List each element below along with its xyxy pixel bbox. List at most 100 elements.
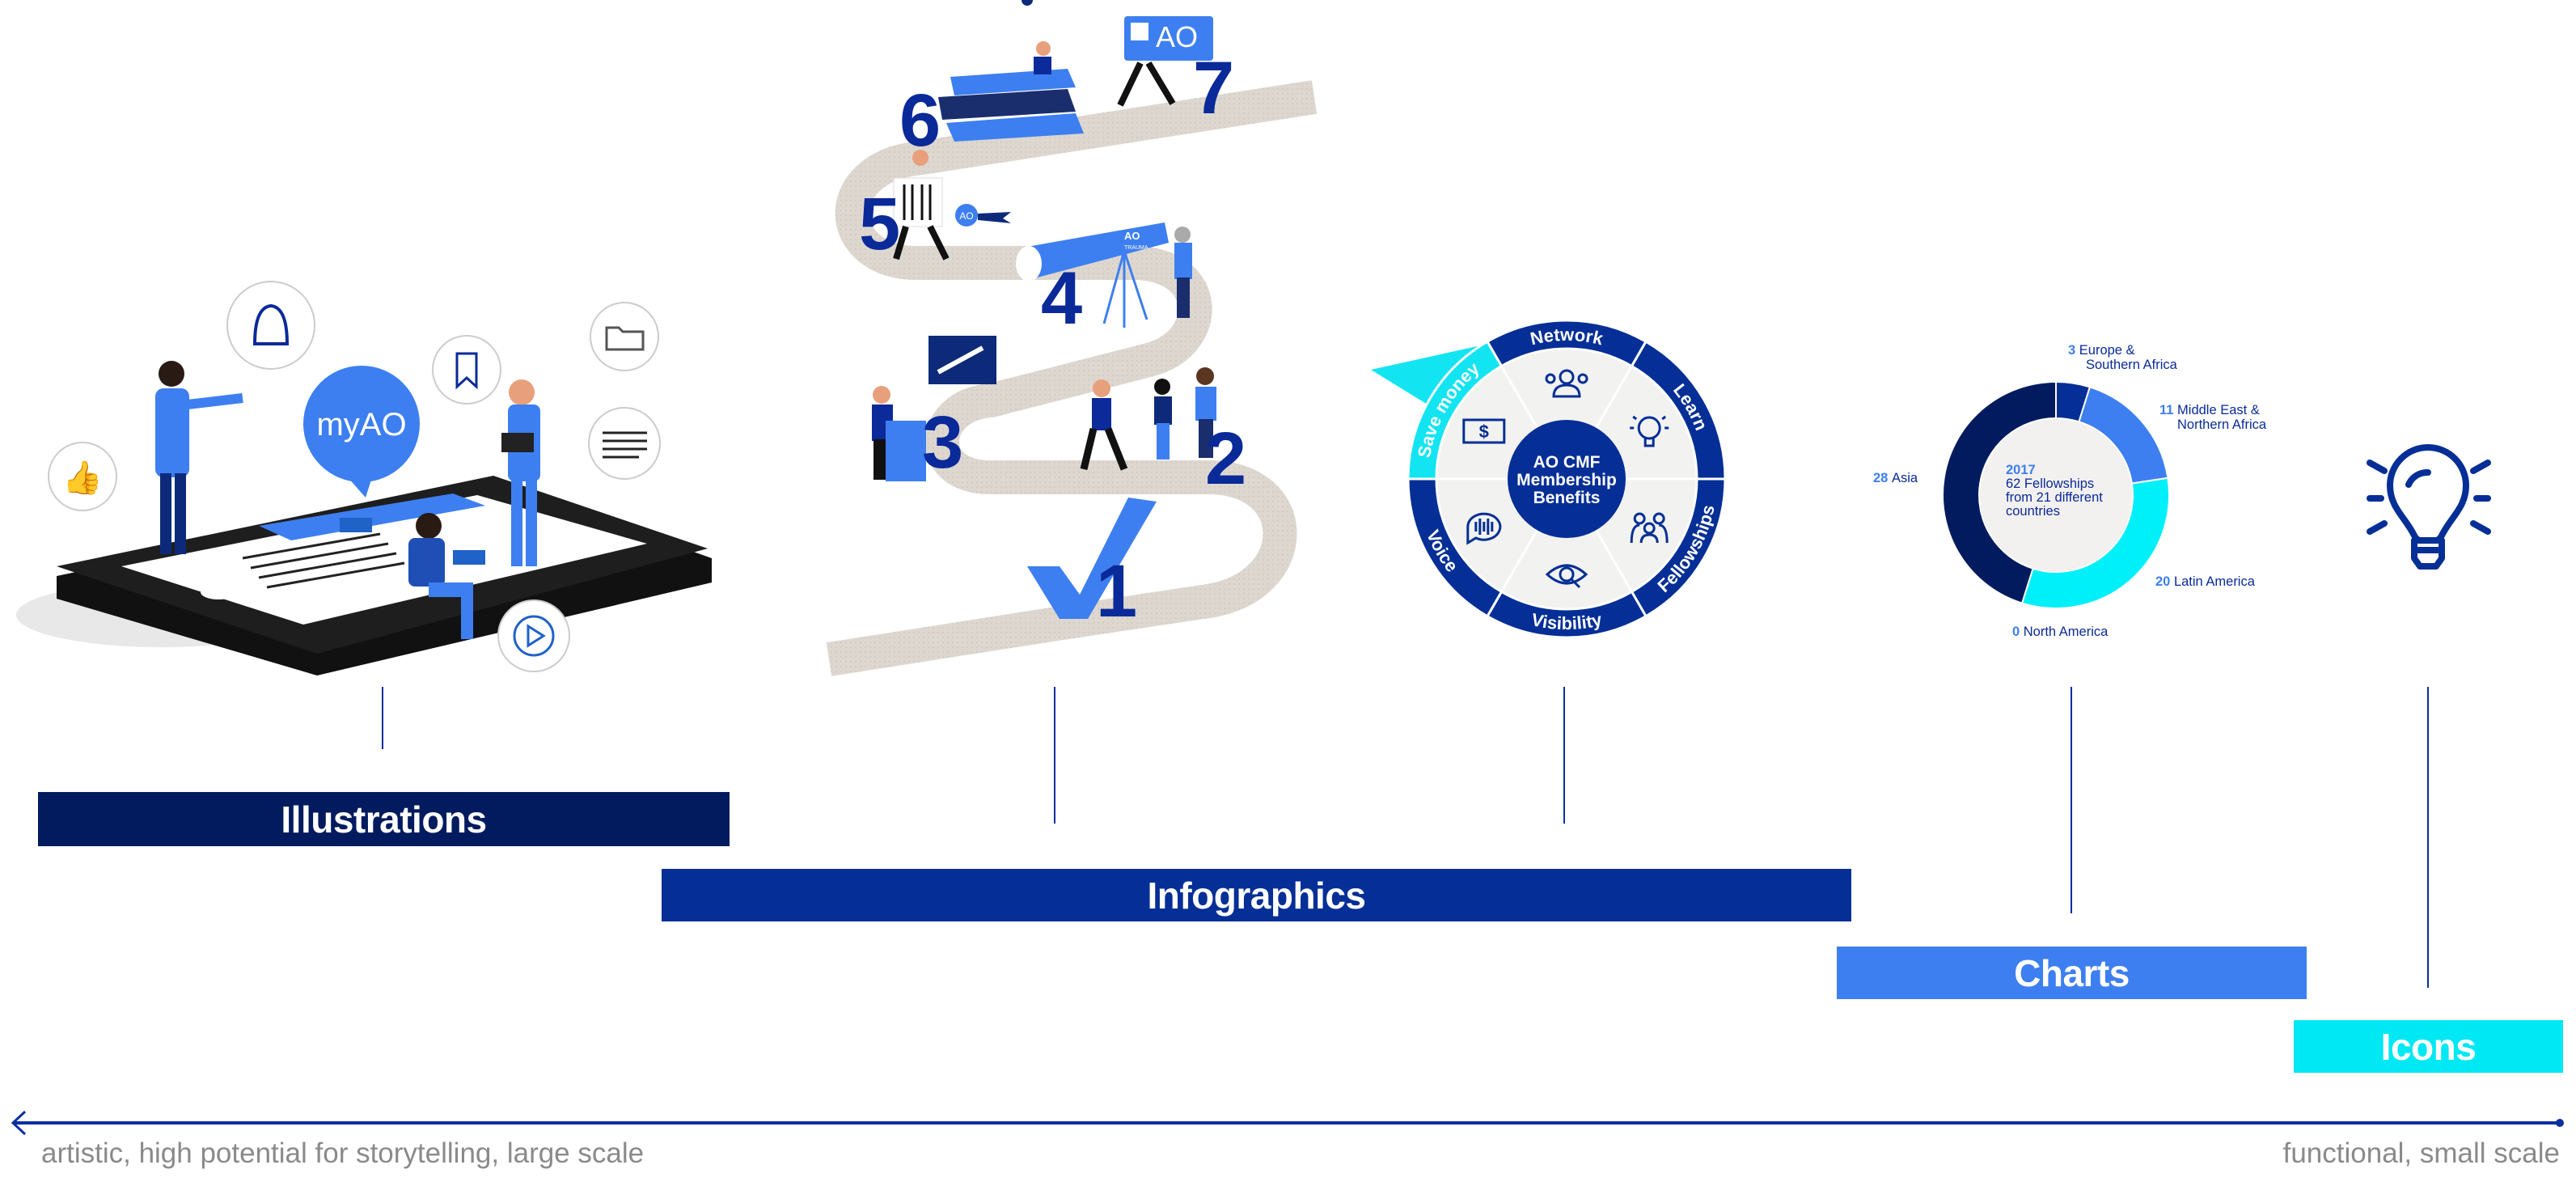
screen-text-lines <box>242 532 405 589</box>
donut-label: 0 North America <box>2012 625 2109 639</box>
category-bar-charts: Charts <box>1837 947 2307 999</box>
telescope: AO TRAUMA <box>1016 0 1192 328</box>
bubble-play <box>497 599 570 672</box>
person-woman-standing <box>155 361 243 554</box>
wheel-segment-save-money <box>1406 340 1504 481</box>
folder-icon <box>605 326 645 351</box>
donut-label-name: Southern Africa <box>2086 358 2178 372</box>
donut-center-year: 2017 <box>2006 463 2036 477</box>
donut-center-text: countries <box>2006 504 2060 519</box>
ao-card-logo: AO <box>1156 20 1198 53</box>
scale-axis <box>11 1110 2564 1136</box>
checkmark-sculpture <box>1027 498 1157 619</box>
thumbs-up-icon: 👍 <box>62 459 103 496</box>
wheel-divider <box>1500 365 1538 429</box>
donut-label: 3 Europe & <box>2068 343 2135 358</box>
donut-slice-latin-america <box>2020 477 2170 609</box>
bubble-folder <box>590 302 659 371</box>
donut-label-name: Middle East & <box>2177 403 2260 417</box>
donut-label-name: Asia <box>1892 471 1918 485</box>
category-label: Illustrations <box>281 798 487 841</box>
bubble-bookmark <box>432 335 501 405</box>
membership-card-carrier: AO <box>1117 16 1213 107</box>
category-label: Icons <box>2380 1025 2477 1068</box>
lightbulb-icon <box>1630 415 1669 447</box>
donut-label: 28 Asia <box>1873 471 1918 485</box>
step-number-7: 7 <box>1193 47 1234 129</box>
donut-center <box>1980 419 2132 571</box>
donut-center-text: from 21 different <box>2006 490 2103 505</box>
fellowships-donut-chart: 3 Europe &Southern Africa 11 Middle East … <box>1873 343 2267 639</box>
illustration-tablet-scene: 👍 myAO <box>16 281 712 676</box>
category-bar-infographics: Infographics <box>662 869 1851 921</box>
category-bar-icons: Icons <box>2294 1020 2563 1073</box>
step-number-5: 5 <box>859 183 900 265</box>
step-number-1: 1 <box>1096 550 1137 633</box>
person-woman-sitting <box>408 513 473 639</box>
category-bar-illustrations: Illustrations <box>38 792 730 846</box>
donut-label-name: Europe & <box>2079 343 2135 358</box>
step-number-6: 6 <box>899 79 941 162</box>
bell-icon <box>252 303 290 345</box>
axis-right-label: functional, small scale <box>2282 1137 2560 1169</box>
membership-benefits-wheel: NetworkLearnFellowshipsVisibilityVoiceSa… <box>1371 319 1727 639</box>
wheel-divider <box>1595 365 1633 429</box>
winding-road <box>826 80 1318 676</box>
highlight-pointer <box>1371 344 1488 405</box>
person-man-laptop <box>501 379 540 566</box>
wheel-center-text: AO CMF <box>1533 453 1601 472</box>
ribbon-seal-logo: AO <box>959 210 973 222</box>
dollar-sign: $ <box>1479 421 1489 442</box>
wheel-center-text: Benefits <box>1533 489 1601 507</box>
donut-slice-asia <box>1942 380 2057 604</box>
myao-logo-text: myAO <box>316 407 406 443</box>
wheel-divider <box>1500 529 1538 593</box>
speech-soundwave-icon <box>1466 512 1502 545</box>
bubble-like: 👍 <box>48 442 117 511</box>
telescope-sublabel: TRAUMA <box>1124 245 1148 251</box>
tablet-home-button <box>201 585 236 599</box>
book-stack <box>938 41 1084 142</box>
screen-block <box>340 518 372 532</box>
wheel-divider <box>1595 529 1633 593</box>
step-number-4: 4 <box>1041 257 1082 340</box>
text-lines-icon <box>603 431 647 459</box>
people-group-icon <box>1545 369 1588 398</box>
step-number-3: 3 <box>922 401 963 484</box>
wheel-center-text: Membership <box>1516 471 1617 489</box>
donut-center-text: 62 Fellowships <box>2006 477 2094 491</box>
bubble-text <box>588 407 661 480</box>
donut-label-name: North America <box>2024 625 2109 639</box>
play-icon <box>527 624 546 648</box>
puzzle-people-icon <box>1630 512 1669 544</box>
certificate-carrier: AO <box>893 150 1011 260</box>
donut-label-value: 20 <box>2155 574 2174 589</box>
dollar-bill-icon: $ <box>1462 418 1506 444</box>
donut-label-name: Northern Africa <box>2177 417 2267 432</box>
infographic-road-journey: AO TRAUMA AO AO 1 <box>826 0 1318 676</box>
donut-label-name: Latin America <box>2174 574 2256 589</box>
eye-search-icon <box>1545 564 1588 589</box>
bookmark-icon <box>455 352 478 390</box>
category-label: Infographics <box>1147 874 1366 917</box>
lightbulb-icon <box>2367 444 2491 570</box>
step-number-2: 2 <box>1205 417 1246 500</box>
bubble-notification <box>226 281 315 370</box>
category-label: Charts <box>2014 951 2130 994</box>
wheel-center-circle <box>1508 420 1626 538</box>
axis-end-dot <box>2556 1119 2564 1127</box>
connector-lines <box>382 687 2429 988</box>
screen-block <box>453 550 485 565</box>
donut-label: 11 Middle East & <box>2159 403 2260 417</box>
people-networking <box>1080 367 1216 471</box>
telescope-logo: AO <box>1124 230 1140 242</box>
lecturer-at-podium <box>872 336 996 481</box>
donut-label-value: 3 <box>2068 343 2079 358</box>
axis-left-label: artistic, high potential for storytellin… <box>41 1137 645 1169</box>
donut-label: 20 Latin America <box>2155 574 2256 589</box>
donut-label-value: 11 <box>2159 403 2177 417</box>
donut-label-value: 28 <box>1873 471 1892 485</box>
donut-label-value: 0 <box>2012 625 2024 639</box>
arrow-left-icon <box>11 1110 27 1136</box>
